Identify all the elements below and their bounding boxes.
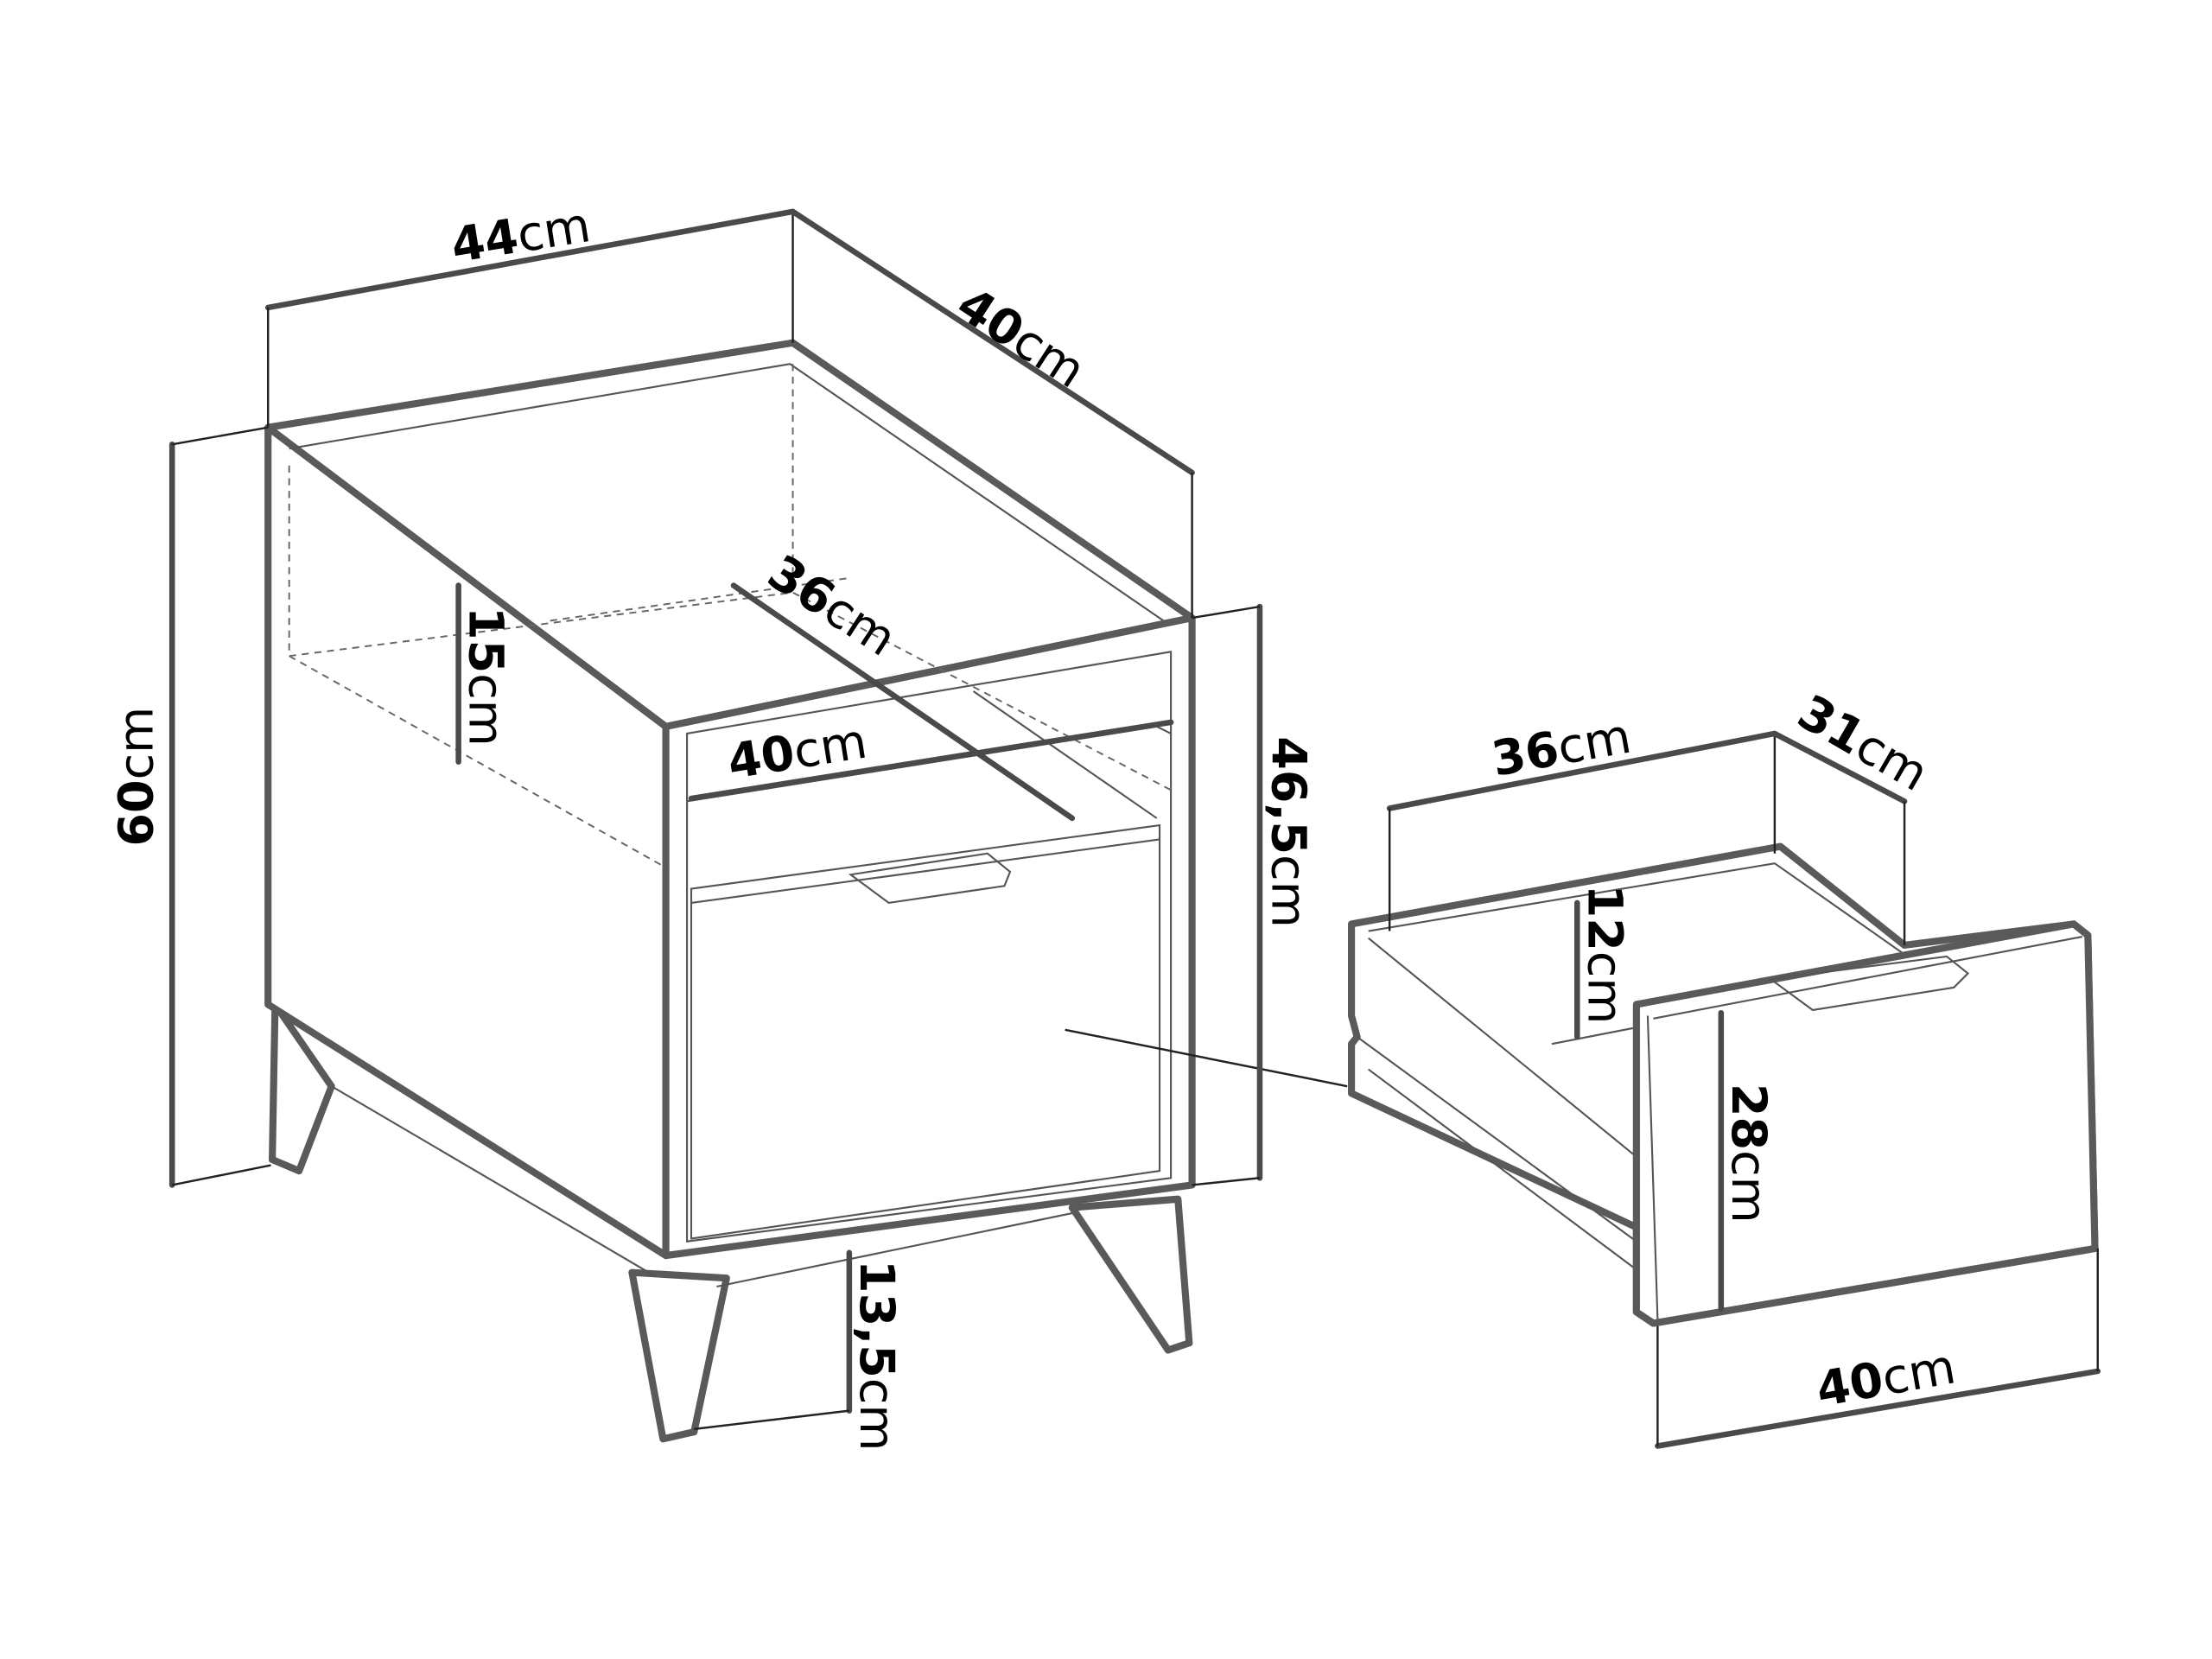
label-leg-height: 13,5cm: [849, 1260, 905, 1452]
cabinet-dimensions: [168, 208, 1263, 1431]
leg-front-left: [628, 1268, 730, 1443]
cabinet-drawing: [264, 339, 1348, 1443]
label-body-height: 46,5cm: [1261, 736, 1317, 928]
label-shelf-height: 15cm: [458, 607, 514, 747]
drawer-handle: [848, 852, 1012, 905]
label-drawer-inner-width: 36cm: [1488, 709, 1636, 788]
cabinet-front: [662, 614, 1196, 1260]
label-drawer-inner-height: 12cm: [1576, 885, 1632, 1025]
label-cabinet-width: 44cm: [448, 197, 594, 275]
label-drawer-inner-depth: 31cm: [1789, 684, 1938, 803]
leg-back-left: [269, 1001, 335, 1175]
leg-front-right: [1068, 1195, 1193, 1354]
label-shelf-width: 40cm: [724, 714, 871, 791]
drawer-front-panel: [1632, 920, 2099, 1327]
drawer-front-handle: [1768, 955, 1970, 1012]
label-cabinet-height: 60cm: [108, 707, 164, 847]
drawer-dimensions: [1386, 730, 2101, 1449]
label-cabinet-depth: 40cm: [947, 276, 1095, 400]
drawer-pointer-line: [1065, 1028, 1348, 1088]
label-drawer-front-height: 28cm: [1720, 1084, 1777, 1224]
cabinet-drawer-front: [690, 823, 1161, 1240]
label-drawer-front-width: 40cm: [1812, 1338, 1960, 1418]
